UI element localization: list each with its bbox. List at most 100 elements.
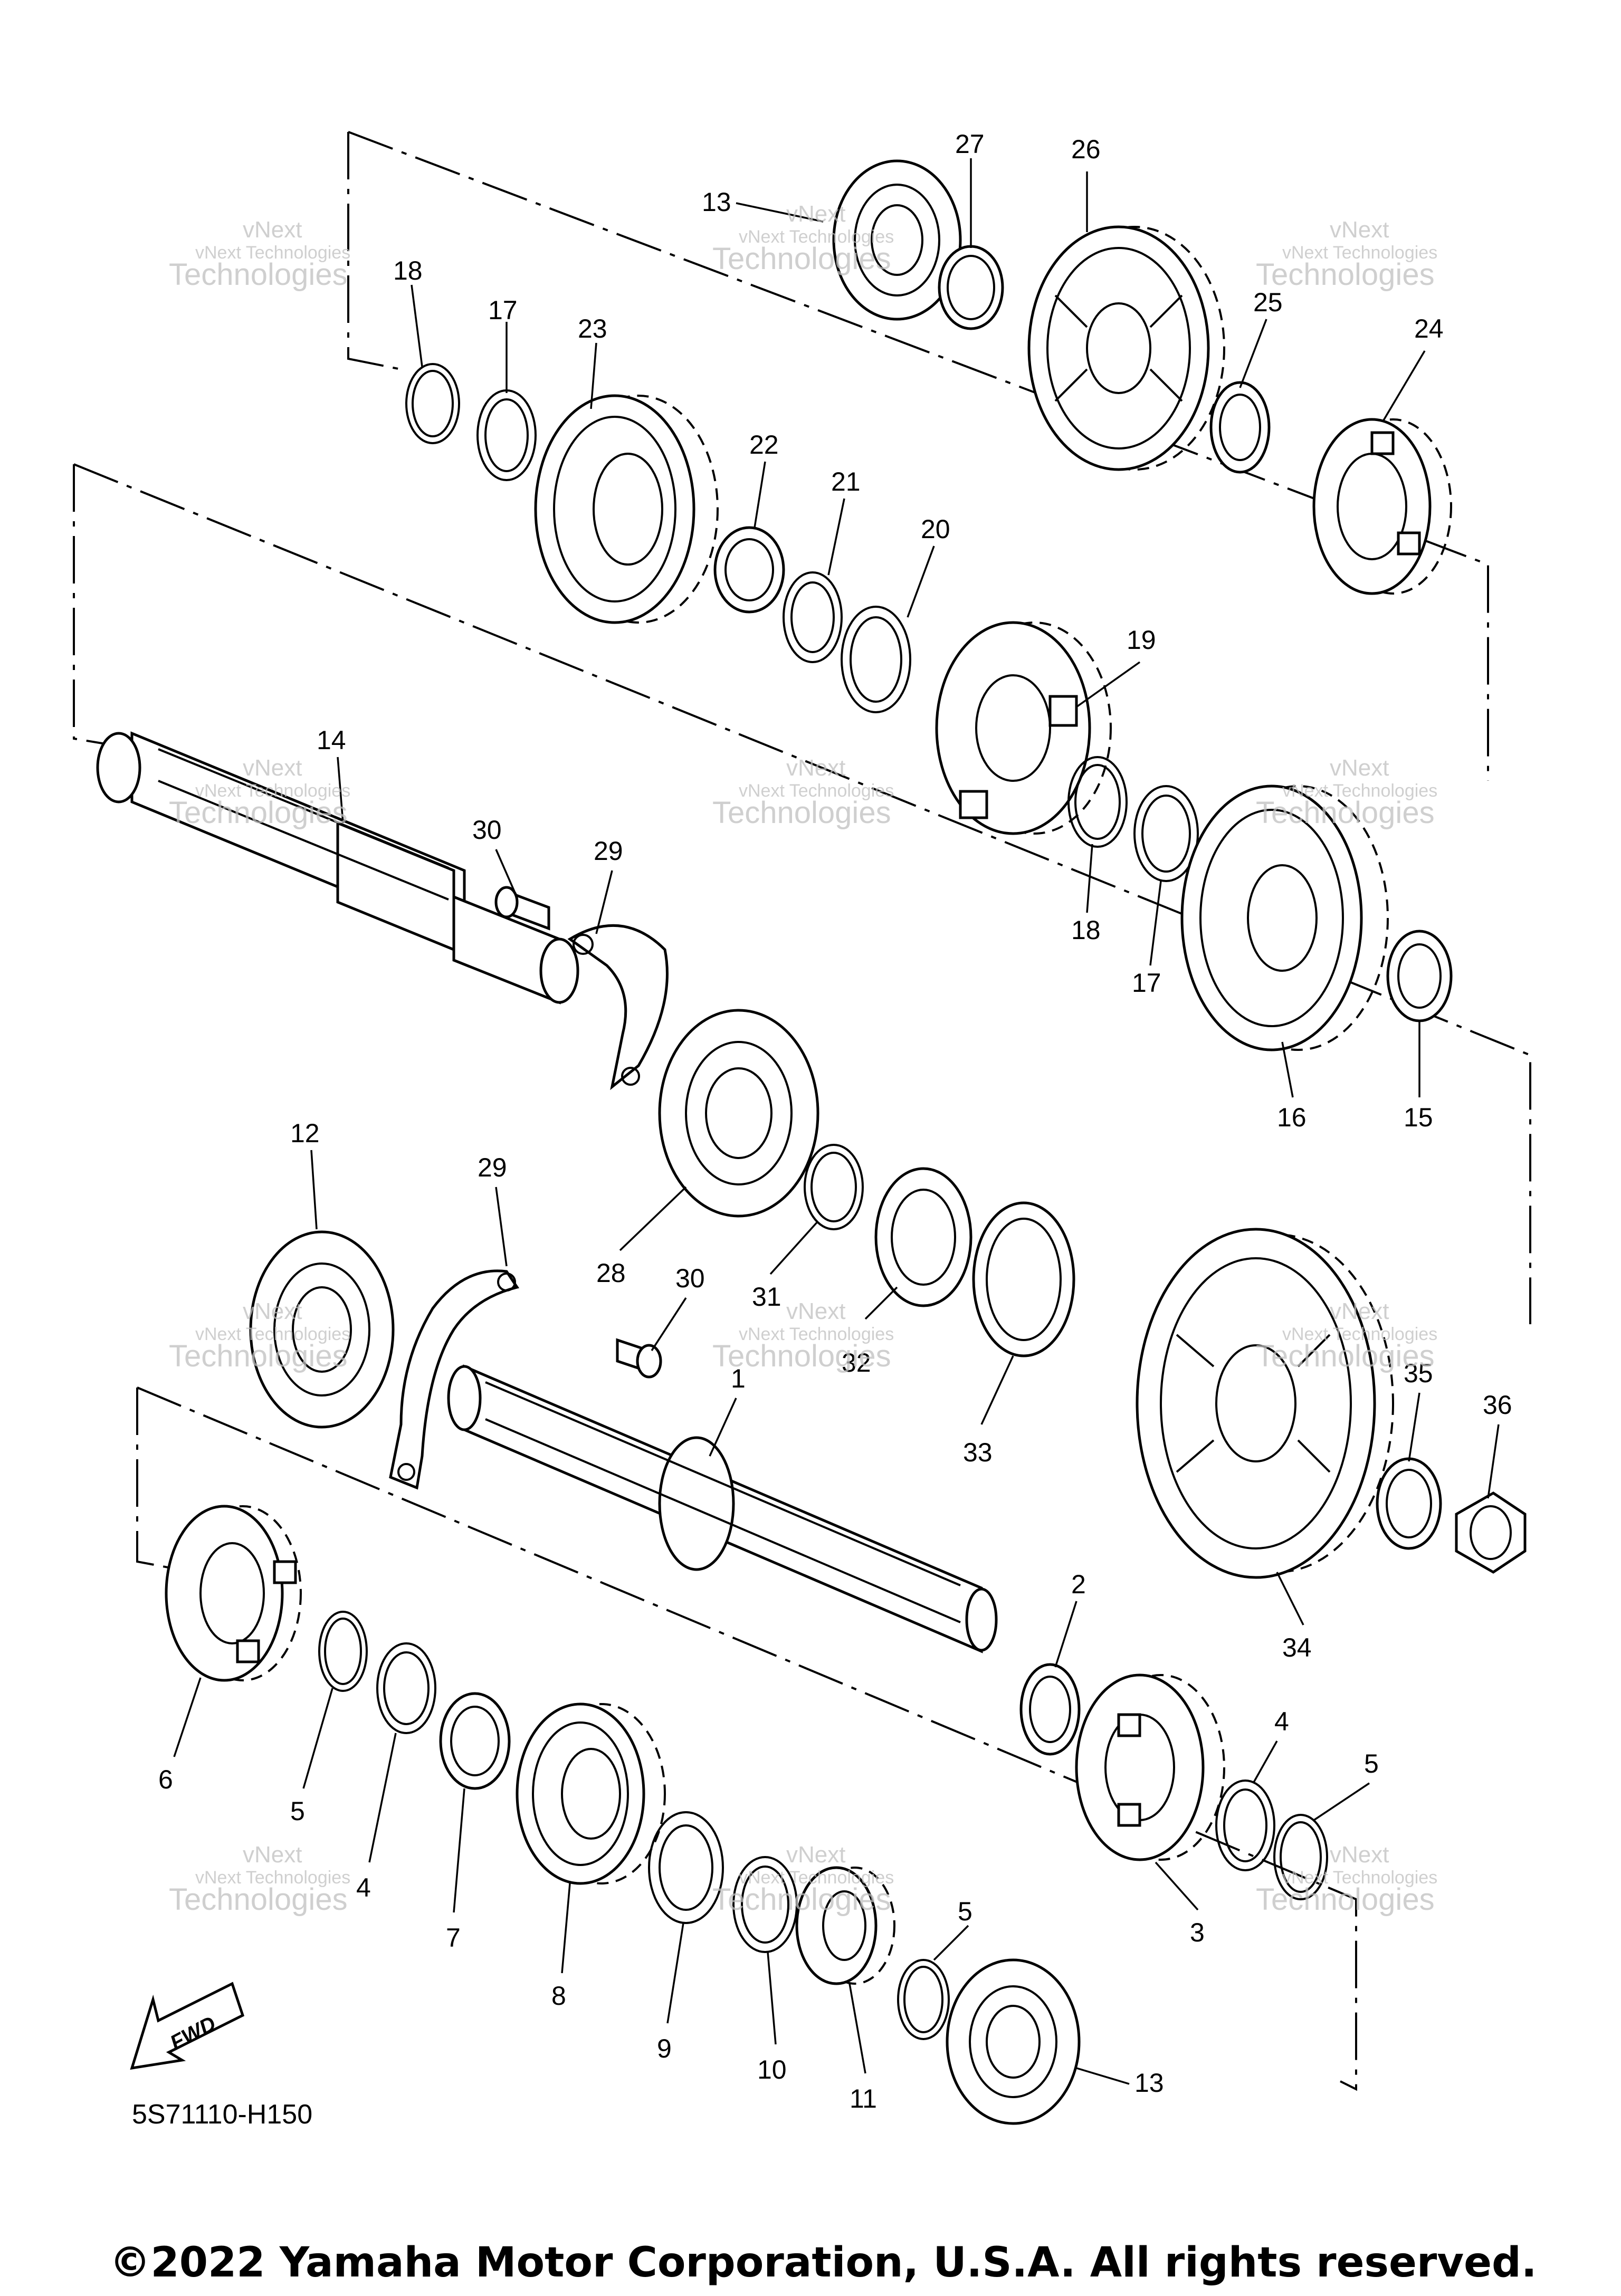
callout-2: 2 — [1071, 1570, 1086, 1599]
upper-group-boundary — [347, 131, 1489, 781]
svg-text:vNext Technologies: vNext Technologies — [739, 1868, 894, 1888]
gear-26 — [1027, 225, 1225, 471]
watermark: vNext vNext Technologies Technologies — [169, 755, 350, 830]
gear-24 — [1312, 418, 1452, 595]
svg-text:vNext Technologies: vNext Technologies — [739, 1324, 894, 1344]
bearing-28 — [658, 1009, 819, 1218]
gear-8 — [516, 1702, 666, 1885]
callout-29-lower: 29 — [478, 1153, 507, 1182]
callout-11: 11 — [850, 2084, 877, 2113]
callout-8: 8 — [551, 1981, 566, 2011]
watermark: vNext vNext Technologies Technologies — [712, 1298, 894, 1373]
watermark: vNext vNext Technologies Technologies — [1256, 1298, 1437, 1373]
watermark: vNext vNext Technologies Technologies — [169, 1298, 350, 1373]
callout-3: 3 — [1190, 1918, 1205, 1947]
callout-9: 9 — [657, 2034, 672, 2063]
diagram-code: 5S71110-H150 — [132, 2099, 312, 2130]
bolt-30-lower — [616, 1338, 662, 1379]
svg-text:vNext Technologies: vNext Technologies — [739, 781, 894, 801]
callout-17-lower: 17 — [1132, 968, 1161, 998]
callout-32: 32 — [842, 1348, 871, 1377]
callout-30-upper: 30 — [472, 815, 502, 845]
bushing-25 — [1209, 381, 1271, 474]
callout-16: 16 — [1277, 1103, 1307, 1132]
washer-20 — [841, 606, 911, 713]
circlip-5-left — [318, 1611, 368, 1692]
watermark: vNext vNext Technologies Technologies — [169, 1842, 350, 1917]
callout-30-lower: 30 — [675, 1264, 705, 1293]
callout-5-bottom: 5 — [958, 1897, 972, 1926]
seal-33 — [972, 1201, 1075, 1357]
svg-text:vNext: vNext — [1330, 217, 1389, 243]
bushing-15 — [1386, 930, 1453, 1022]
svg-text:Technologies: Technologies — [712, 242, 891, 276]
svg-text:vNext: vNext — [786, 755, 845, 781]
callout-31: 31 — [752, 1282, 781, 1312]
callout-1: 1 — [731, 1364, 746, 1393]
bearing-13-top — [832, 159, 962, 321]
washer-10 — [732, 1856, 798, 1953]
callout-18-lower: 18 — [1071, 915, 1101, 945]
svg-text:vNext: vNext — [1330, 1298, 1389, 1324]
collar-32 — [874, 1167, 972, 1307]
callout-19: 19 — [1127, 625, 1156, 655]
watermark: vNext vNext Technologies Technologies — [1256, 217, 1437, 292]
ring-31 — [804, 1144, 864, 1230]
washer-27 — [938, 245, 1004, 330]
svg-text:vNext: vNext — [786, 1298, 845, 1324]
svg-text:Technologies: Technologies — [1256, 796, 1435, 830]
svg-text:vNext Technologies: vNext Technologies — [739, 227, 894, 247]
washer-17-lower — [1133, 785, 1199, 882]
washer-17-upper — [476, 389, 537, 481]
svg-text:vNext: vNext — [243, 217, 302, 243]
watermark: vNext vNext Technologies Technologies — [712, 1842, 894, 1917]
callout-21: 21 — [831, 467, 861, 496]
callout-33: 33 — [963, 1438, 993, 1467]
svg-text:Technologies: Technologies — [169, 1882, 348, 1917]
svg-text:Technologies: Technologies — [712, 1882, 891, 1917]
callout-6: 6 — [158, 1765, 173, 1794]
svg-text:Technologies: Technologies — [169, 796, 348, 830]
main-axle-1 — [447, 1364, 998, 1653]
svg-text:Technologies: Technologies — [1256, 1882, 1435, 1917]
watermarks: vNext vNext Technologies Technologies vN… — [169, 201, 1437, 1917]
washer-35 — [1376, 1457, 1442, 1550]
callout-13-top: 13 — [702, 187, 731, 217]
svg-text:vNext Technologies: vNext Technologies — [195, 243, 350, 263]
circlip-5-bottom — [897, 1959, 950, 2040]
svg-text:vNext Technologies: vNext Technologies — [195, 1868, 350, 1888]
svg-text:Technologies: Technologies — [169, 257, 348, 292]
svg-text:Technologies: Technologies — [1256, 257, 1435, 292]
callout-4-right: 4 — [1274, 1707, 1289, 1736]
svg-text:vNext Technologies: vNext Technologies — [1282, 243, 1437, 263]
callout-25: 25 — [1253, 288, 1283, 317]
svg-text:vNext Technologies: vNext Technologies — [1282, 781, 1437, 801]
callout-7: 7 — [446, 1923, 461, 1953]
callout-12: 12 — [290, 1118, 320, 1148]
washer-9 — [648, 1811, 724, 1924]
svg-text:vNext Technologies: vNext Technologies — [195, 781, 350, 801]
middle-group-boundary — [73, 463, 1531, 1324]
circlip-18-lower — [1067, 756, 1128, 848]
fwd-arrow-icon: FWD — [130, 1982, 245, 2070]
svg-text:Technologies: Technologies — [169, 1339, 348, 1373]
needle-bearing-22 — [713, 526, 785, 614]
washer-4-right — [1215, 1780, 1275, 1871]
bolt-30-upper — [494, 886, 550, 931]
gear-6 — [165, 1505, 302, 1682]
callout-27: 27 — [955, 129, 985, 159]
callout-10: 10 — [757, 2055, 787, 2084]
callout-28: 28 — [596, 1258, 626, 1288]
gear-19 — [935, 621, 1112, 835]
svg-text:vNext Technologies: vNext Technologies — [195, 1324, 350, 1344]
copyright-notice: ©2022 Yamaha Motor Corporation, U.S.A. A… — [109, 2239, 1537, 2287]
watermark: vNext vNext Technologies Technologies — [169, 217, 350, 292]
leader-lines — [173, 158, 1500, 2085]
callout-23: 23 — [578, 314, 607, 343]
callout-36: 36 — [1483, 1390, 1512, 1420]
bushing-2 — [1019, 1663, 1081, 1756]
watermark: vNext vNext Technologies Technologies — [1256, 1842, 1437, 1917]
bearing-12 — [249, 1230, 395, 1429]
callout-26: 26 — [1071, 135, 1101, 164]
